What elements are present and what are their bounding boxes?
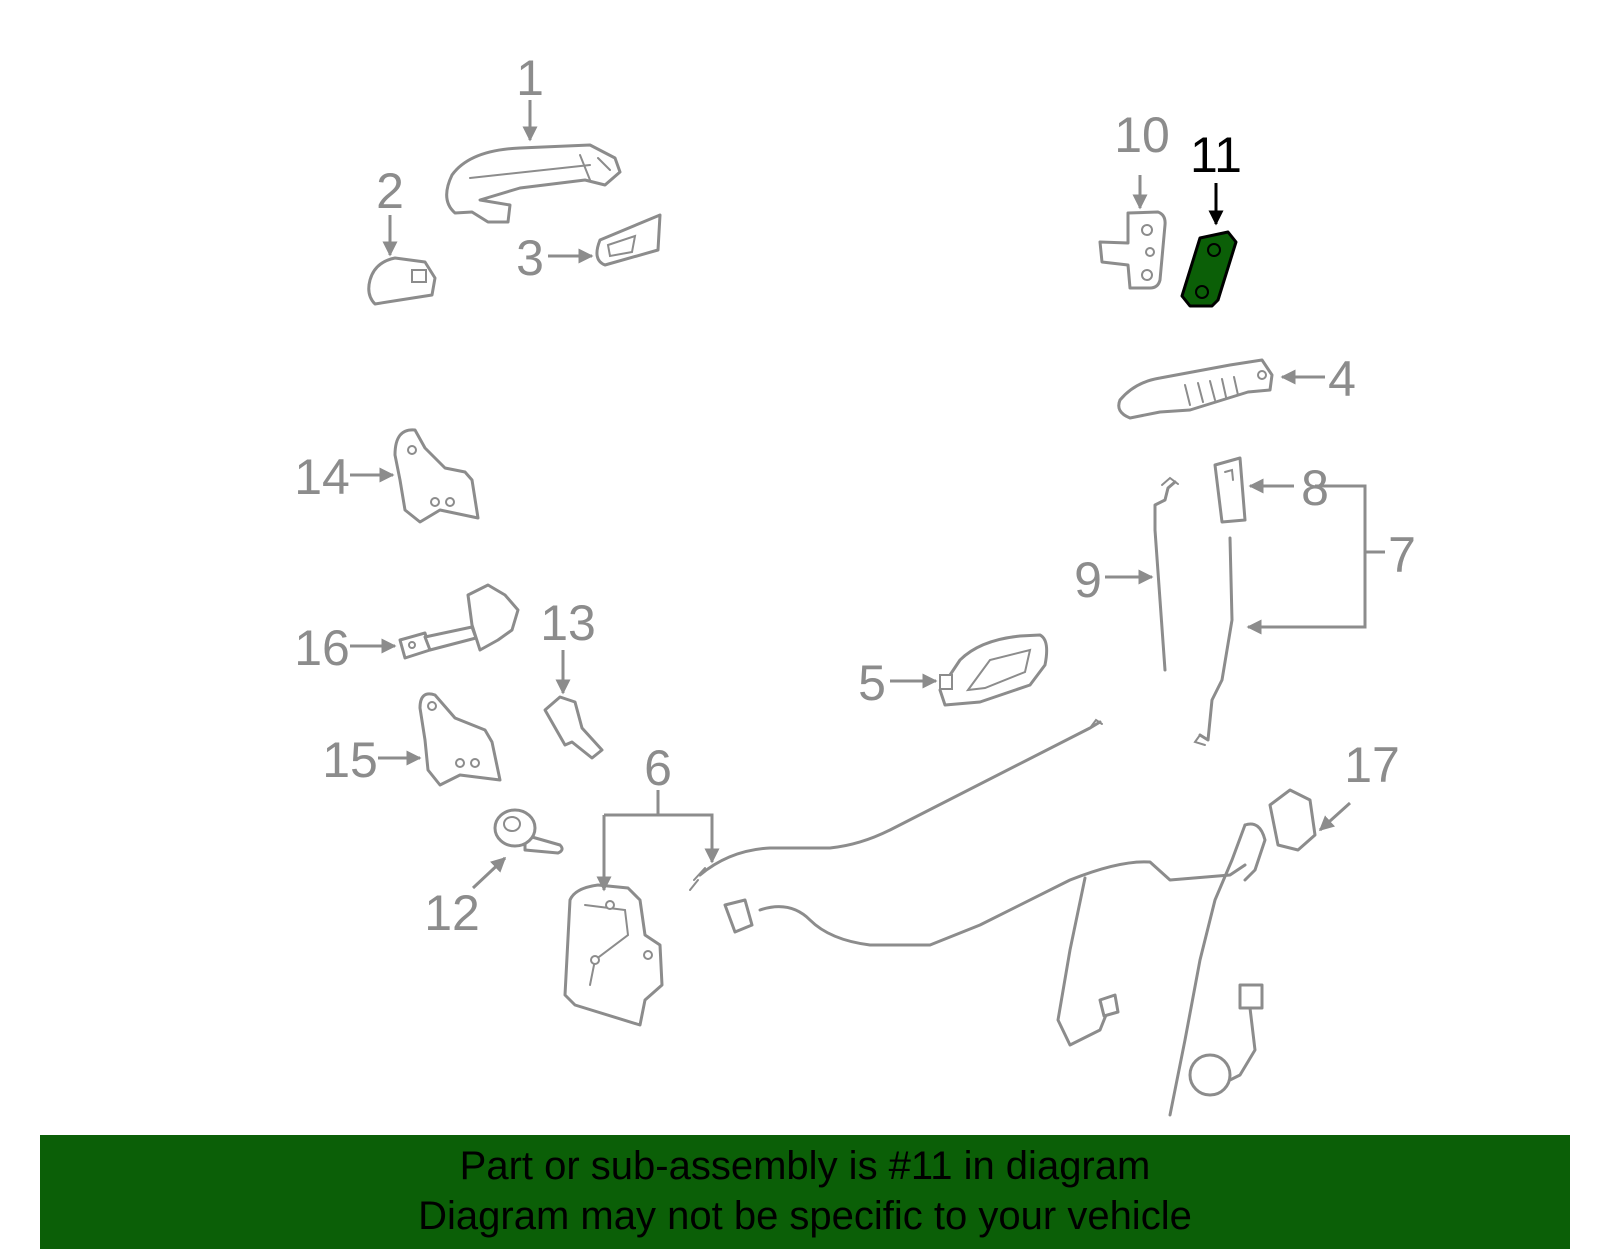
callout-13: 13 (540, 595, 596, 651)
callout-4: 4 (1328, 351, 1356, 407)
part-4-handle-bracket[interactable] (1117, 358, 1274, 420)
part-11-striker-shim[interactable] (1180, 230, 1238, 308)
part-6-door-latch[interactable] (563, 883, 664, 1027)
part-9-lock-rod[interactable] (1153, 480, 1177, 672)
part-6-latch-cable (698, 720, 1102, 877)
callout-17: 17 (1344, 737, 1400, 793)
part-8-rod-clip[interactable] (1213, 456, 1247, 524)
callout-10: 10 (1114, 107, 1170, 163)
callout-1: 1 (516, 50, 544, 106)
part-17-wiring-harness[interactable] (723, 788, 1317, 1117)
callout-16: 16 (294, 620, 350, 676)
part-15-lower-hinge[interactable] (418, 692, 502, 787)
part-13-retainer-clip[interactable] (543, 695, 604, 760)
callout-7: 7 (1388, 527, 1416, 583)
part-14-door-hinge[interactable] (393, 428, 480, 524)
part-1-outside-handle[interactable] (445, 143, 622, 224)
callout-14: 14 (294, 449, 350, 505)
part-12-plug[interactable] (493, 808, 564, 855)
part-7-rod-assembly[interactable] (1198, 536, 1234, 742)
part-10-striker[interactable] (1098, 210, 1167, 290)
callout-5: 5 (858, 655, 886, 711)
banner-line-2: Diagram may not be specific to your vehi… (418, 1194, 1192, 1238)
info-banner: Part or sub-assembly is #11 in diagram D… (40, 1135, 1570, 1249)
callout-12: 12 (424, 885, 480, 941)
callout-15: 15 (322, 732, 378, 788)
banner-line-1: Part or sub-assembly is #11 in diagram (459, 1144, 1151, 1188)
part-16-door-check[interactable] (398, 583, 520, 660)
callout-2: 2 (376, 163, 404, 219)
callout-6: 6 (644, 740, 672, 796)
part-5-inside-handle[interactable] (938, 633, 1049, 707)
callout-9: 9 (1074, 552, 1102, 608)
part-2-handle-cap[interactable] (367, 256, 437, 306)
callout-3: 3 (516, 230, 544, 286)
callout-11: 11 (1190, 127, 1242, 183)
part-3-gasket[interactable] (595, 213, 662, 267)
callout-8: 8 (1301, 460, 1329, 516)
